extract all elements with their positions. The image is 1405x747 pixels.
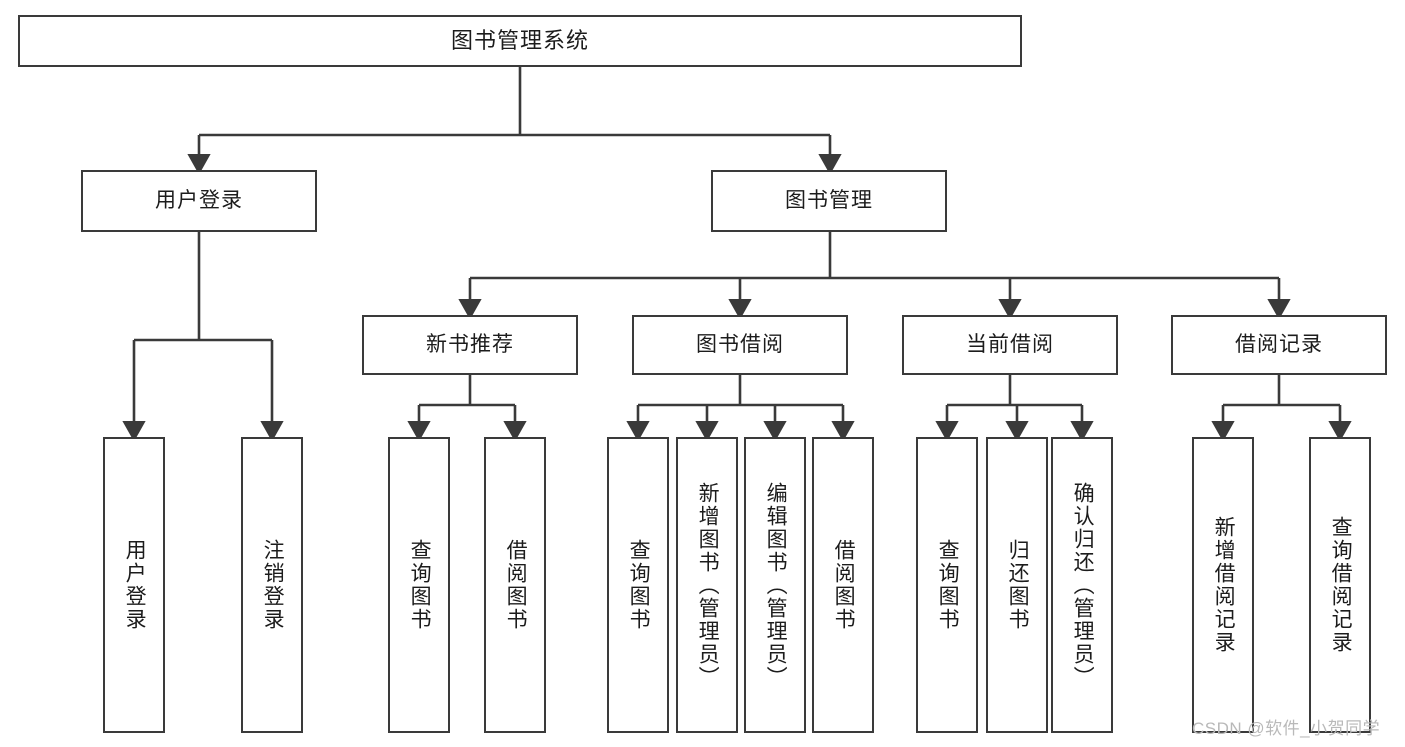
node-label: 图书借阅 bbox=[696, 333, 784, 357]
node-label: 当前借阅 bbox=[966, 333, 1054, 357]
node-label: 查询图书 bbox=[936, 539, 960, 631]
node-leaf-add-record[interactable]: 新增借阅记录 bbox=[1192, 437, 1254, 733]
node-label: 新书推荐 bbox=[426, 333, 514, 357]
node-borrow-record[interactable]: 借阅记录 bbox=[1171, 315, 1387, 375]
node-label: 图书管理系统 bbox=[450, 27, 589, 53]
node-leaf-logout-login[interactable]: 注销登录 bbox=[241, 437, 303, 733]
node-label: 注销登录 bbox=[261, 539, 285, 631]
node-book-borrow[interactable]: 图书借阅 bbox=[632, 315, 848, 375]
node-leaf-query-record[interactable]: 查询借阅记录 bbox=[1309, 437, 1371, 733]
node-leaf-query-book-3[interactable]: 查询图书 bbox=[916, 437, 978, 733]
node-root-system[interactable]: 图书管理系统 bbox=[18, 15, 1022, 67]
node-label: 编辑图书（管理员） bbox=[764, 481, 788, 689]
node-leaf-query-book-2[interactable]: 查询图书 bbox=[607, 437, 669, 733]
node-user-login[interactable]: 用户登录 bbox=[81, 170, 317, 232]
node-label: 用户登录 bbox=[155, 189, 243, 213]
node-leaf-borrow-book-2[interactable]: 借阅图书 bbox=[812, 437, 874, 733]
node-new-book-recommend[interactable]: 新书推荐 bbox=[362, 315, 578, 375]
node-leaf-return-book[interactable]: 归还图书 bbox=[986, 437, 1048, 733]
node-leaf-query-book-1[interactable]: 查询图书 bbox=[388, 437, 450, 733]
node-label: 借阅图书 bbox=[832, 539, 856, 631]
node-label: 查询图书 bbox=[408, 539, 432, 631]
node-label: 借阅图书 bbox=[504, 539, 528, 631]
node-leaf-edit-book[interactable]: 编辑图书（管理员） bbox=[744, 437, 806, 733]
node-label: 新增图书（管理员） bbox=[696, 481, 720, 689]
node-label: 查询图书 bbox=[627, 539, 651, 631]
node-current-borrow[interactable]: 当前借阅 bbox=[902, 315, 1118, 375]
node-label: 图书管理 bbox=[785, 189, 873, 213]
node-book-manage[interactable]: 图书管理 bbox=[711, 170, 947, 232]
watermark-text: CSDN @软件_小贺同学 bbox=[1192, 719, 1381, 738]
node-label: 确认归还（管理员） bbox=[1071, 481, 1095, 689]
node-label: 查询借阅记录 bbox=[1329, 516, 1353, 654]
node-leaf-user-login[interactable]: 用户登录 bbox=[103, 437, 165, 733]
node-leaf-confirm-return[interactable]: 确认归还（管理员） bbox=[1051, 437, 1113, 733]
node-leaf-borrow-book-1[interactable]: 借阅图书 bbox=[484, 437, 546, 733]
node-label: 借阅记录 bbox=[1235, 333, 1323, 357]
node-label: 归还图书 bbox=[1006, 539, 1030, 631]
node-label: 新增借阅记录 bbox=[1212, 516, 1236, 654]
node-label: 用户登录 bbox=[123, 539, 147, 631]
node-leaf-add-book[interactable]: 新增图书（管理员） bbox=[676, 437, 738, 733]
